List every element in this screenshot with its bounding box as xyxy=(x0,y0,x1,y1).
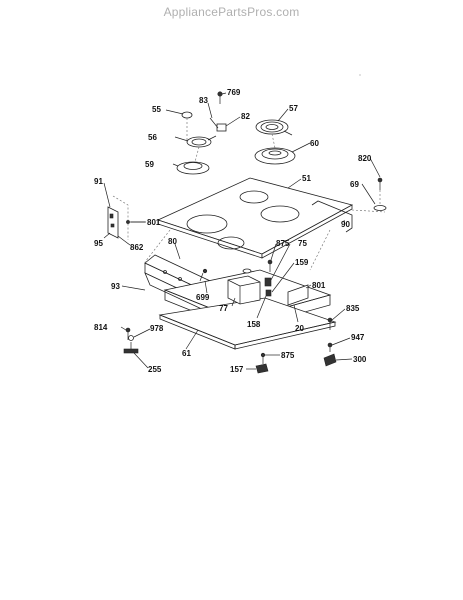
bottom-plate-61 xyxy=(158,297,337,350)
leader-dash xyxy=(194,146,200,163)
part-55 xyxy=(181,111,193,119)
callout-55: 55 xyxy=(152,105,161,114)
leader-dash xyxy=(144,229,171,263)
receptacle-82 xyxy=(216,123,227,132)
callout-875b: 875 xyxy=(281,351,295,360)
callout-801b: 801 xyxy=(312,281,326,290)
callout-159: 159 xyxy=(295,258,309,267)
callout-158: 158 xyxy=(247,320,261,329)
callout-875a: 875 xyxy=(276,239,290,248)
trim-90 xyxy=(311,200,353,233)
screw-814 xyxy=(125,327,131,340)
drip-bowl-59 xyxy=(176,161,210,175)
callout-57: 57 xyxy=(289,104,298,113)
screw-835 xyxy=(327,317,333,330)
callout-801a: 801 xyxy=(147,218,161,227)
callout-255: 255 xyxy=(148,365,162,374)
callout-20: 20 xyxy=(295,324,304,333)
infinite-switch-77 xyxy=(227,268,261,305)
screw-875b xyxy=(260,352,266,364)
callout-157: 157 xyxy=(230,365,244,374)
screw-875a xyxy=(267,259,273,272)
callout-51: 51 xyxy=(302,174,311,183)
bracket-300 xyxy=(323,353,337,367)
cooktop-glass-top xyxy=(156,177,354,259)
callout-59: 59 xyxy=(145,160,154,169)
callout-95: 95 xyxy=(94,239,103,248)
part-947 xyxy=(327,342,333,352)
leader-dash xyxy=(351,209,386,213)
speck xyxy=(359,74,361,76)
callout-60: 60 xyxy=(310,139,319,148)
leader-dash xyxy=(309,229,331,271)
terminal-block-75 xyxy=(264,277,272,297)
leader-dash xyxy=(112,195,129,240)
surface-element-56 xyxy=(186,135,217,148)
watermark: AppliancePartsPros.com xyxy=(163,5,300,19)
callout-699: 699 xyxy=(196,293,210,302)
callout-978: 978 xyxy=(150,324,164,333)
screw-820 xyxy=(377,177,383,190)
part-978 xyxy=(128,335,134,341)
callout-93: 93 xyxy=(111,282,120,291)
screw-769 xyxy=(217,91,223,104)
callout-leaders xyxy=(103,92,381,370)
surface-element-57 xyxy=(255,119,293,136)
screw-699 xyxy=(199,268,208,282)
bracket-801b xyxy=(287,284,309,306)
bracket-91 xyxy=(107,206,119,239)
callout-862: 862 xyxy=(130,243,144,252)
callout-69: 69 xyxy=(350,180,359,189)
callout-80: 80 xyxy=(168,237,177,246)
callout-820: 820 xyxy=(358,154,372,163)
callout-814: 814 xyxy=(94,323,108,332)
callout-835: 835 xyxy=(346,304,360,313)
screw-83 xyxy=(209,117,219,129)
callout-91: 91 xyxy=(94,177,103,186)
callout-90: 90 xyxy=(341,220,350,229)
part-157 xyxy=(255,363,269,374)
bracket-255 xyxy=(123,342,139,354)
callout-947: 947 xyxy=(351,333,365,342)
callout-300: 300 xyxy=(353,355,367,364)
callout-75: 75 xyxy=(298,239,307,248)
callout-769: 769 xyxy=(227,88,241,97)
callout-82: 82 xyxy=(241,112,250,121)
drip-bowl-60 xyxy=(254,147,296,165)
callout-56: 56 xyxy=(148,133,157,142)
leader-dash xyxy=(271,133,276,149)
part-69 xyxy=(373,205,387,211)
callout-83: 83 xyxy=(199,96,208,105)
callout-77: 77 xyxy=(219,304,228,313)
callout-61: 61 xyxy=(182,349,191,358)
